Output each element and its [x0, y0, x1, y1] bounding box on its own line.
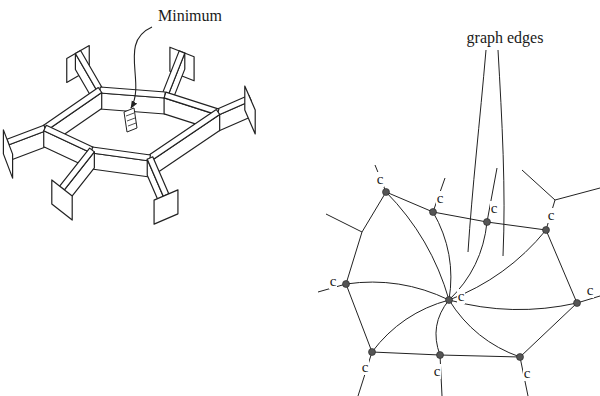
vertex-label: c — [361, 360, 370, 375]
graph-edge-curve — [449, 300, 520, 357]
vertex-dot — [543, 227, 550, 234]
vertex-label: c — [376, 172, 385, 187]
cell-boundary — [372, 352, 440, 355]
cell-boundary — [433, 178, 445, 212]
wall-face — [60, 148, 95, 190]
wall-face — [92, 147, 151, 161]
vertex-label: c — [329, 274, 338, 289]
vertex-dot — [484, 219, 491, 226]
sliver-hatch — [126, 113, 134, 116]
cell-boundary — [346, 192, 386, 284]
vertex-label: c — [586, 283, 595, 298]
cell-boundary — [346, 284, 372, 352]
graph-edges-leader — [468, 50, 486, 252]
cell-boundary — [440, 355, 520, 357]
wall-face — [100, 87, 165, 98]
cell-boundary — [487, 222, 546, 230]
cell-boundary — [386, 192, 433, 212]
vertex-dot — [446, 297, 453, 304]
cell-boundary — [555, 188, 600, 200]
graph-edge-curve — [433, 212, 451, 300]
cell-boundary — [520, 303, 577, 357]
leader-lines — [131, 27, 504, 256]
wall-face — [154, 190, 178, 224]
vertex-dot — [383, 189, 390, 196]
cell-boundary — [326, 214, 362, 232]
wall-face — [75, 50, 102, 91]
wall-face — [44, 125, 94, 152]
vertex-dot — [430, 209, 437, 216]
wall-face — [7, 125, 46, 145]
cell-boundary — [546, 200, 555, 230]
vertex-dot — [517, 354, 524, 361]
cell-boundary — [358, 352, 372, 396]
cell-boundary — [522, 170, 555, 200]
graph-edges-leader — [498, 50, 504, 256]
vertex-dot — [343, 281, 350, 288]
vertex-dot — [369, 349, 376, 356]
graph-edge-curve — [436, 300, 449, 355]
wall-face — [148, 110, 219, 161]
cell-walls-3d — [3, 45, 255, 224]
wall-face — [52, 180, 72, 220]
wall-face — [164, 92, 219, 115]
cell-boundary — [375, 165, 386, 192]
minimum-sliver — [124, 108, 137, 132]
wall-face — [245, 86, 255, 134]
vertex-dot — [437, 352, 444, 359]
vertex-label: c — [436, 191, 445, 206]
vertex-dot — [574, 300, 581, 307]
vertex-label: c — [523, 366, 532, 381]
sliver-hatch — [128, 123, 136, 126]
figure-label: Minimum — [158, 8, 222, 24]
voronoi-graph — [318, 165, 600, 396]
sliver-hatch — [127, 118, 135, 121]
cell-boundary — [546, 230, 577, 303]
minimum-leader — [131, 27, 152, 108]
graph-edge-curve — [372, 300, 449, 352]
wall-face — [3, 130, 12, 178]
wall-face — [152, 114, 220, 176]
vertex-label: c — [457, 289, 466, 304]
vertex-label: c — [547, 208, 556, 223]
graph-edge-curve — [346, 282, 449, 300]
graph-edge-curve — [449, 222, 487, 300]
wall-face — [43, 88, 101, 131]
wall-face — [162, 51, 185, 96]
wall-face — [147, 157, 169, 196]
vertex-label: c — [433, 364, 442, 379]
cell-boundary — [433, 212, 487, 222]
vertex-label: c — [490, 201, 499, 216]
graph-edge-curve — [449, 300, 577, 310]
figure-label: graph edges — [467, 30, 544, 46]
